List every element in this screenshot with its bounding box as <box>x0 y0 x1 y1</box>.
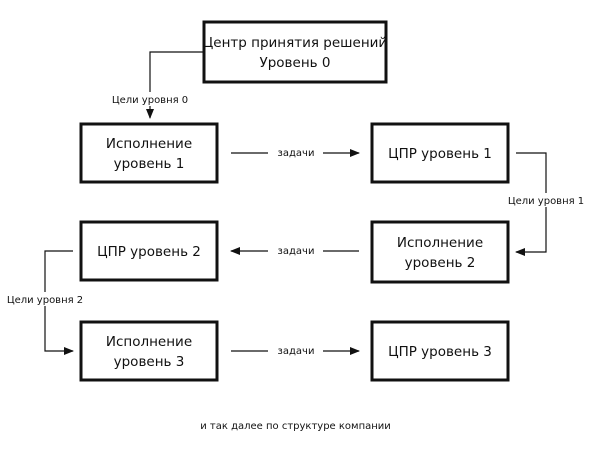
decision-center-level: Уровень 0 <box>260 55 331 71</box>
tasks-label-3: задачи <box>278 346 315 357</box>
footer-note: и так далее по структуре компании <box>200 421 391 432</box>
execution-level-1-box: Исполнение уровень 1 <box>79 122 219 184</box>
cpr-level-3-label: ЦПР уровень 3 <box>388 344 492 360</box>
execution-level-3-line2: уровень 3 <box>114 354 185 370</box>
goals-level-1-label: Цели уровня 1 <box>508 196 584 207</box>
execution-level-3-box: Исполнение уровень 3 <box>79 320 219 382</box>
cpr-level-2-label: ЦПР уровень 2 <box>97 244 201 260</box>
goals-level-0-label: Цели уровня 0 <box>112 95 188 106</box>
execution-level-1-line2: уровень 1 <box>114 156 185 172</box>
decision-center-title: Центр принятия решений <box>203 35 387 51</box>
cpr-level-2-box: ЦПР уровень 2 <box>79 220 219 282</box>
tasks-label-2: задачи <box>278 246 315 257</box>
decision-center-level-0-box: Центр принятия решений Уровень 0 <box>202 20 388 84</box>
execution-level-2-box: Исполнение уровень 2 <box>370 220 510 284</box>
goals-level-0-label-bg <box>112 92 190 106</box>
goals-level-2-label: Цели уровня 2 <box>7 295 83 306</box>
execution-level-2-line1: Исполнение <box>397 235 483 251</box>
execution-level-1-line1: Исполнение <box>106 136 192 152</box>
goals-level-1-label-bg <box>506 193 586 207</box>
cpr-level-3-box: ЦПР уровень 3 <box>370 320 510 382</box>
cpr-level-1-box: ЦПР уровень 1 <box>370 122 510 184</box>
cpr-level-1-label: ЦПР уровень 1 <box>388 146 492 162</box>
execution-level-2-line2: уровень 2 <box>405 255 476 271</box>
execution-level-3-line1: Исполнение <box>106 334 192 350</box>
goals-level-2-label-bg <box>4 292 86 306</box>
tasks-label-1: задачи <box>278 148 315 159</box>
goals-level-0-connector <box>146 51 204 119</box>
